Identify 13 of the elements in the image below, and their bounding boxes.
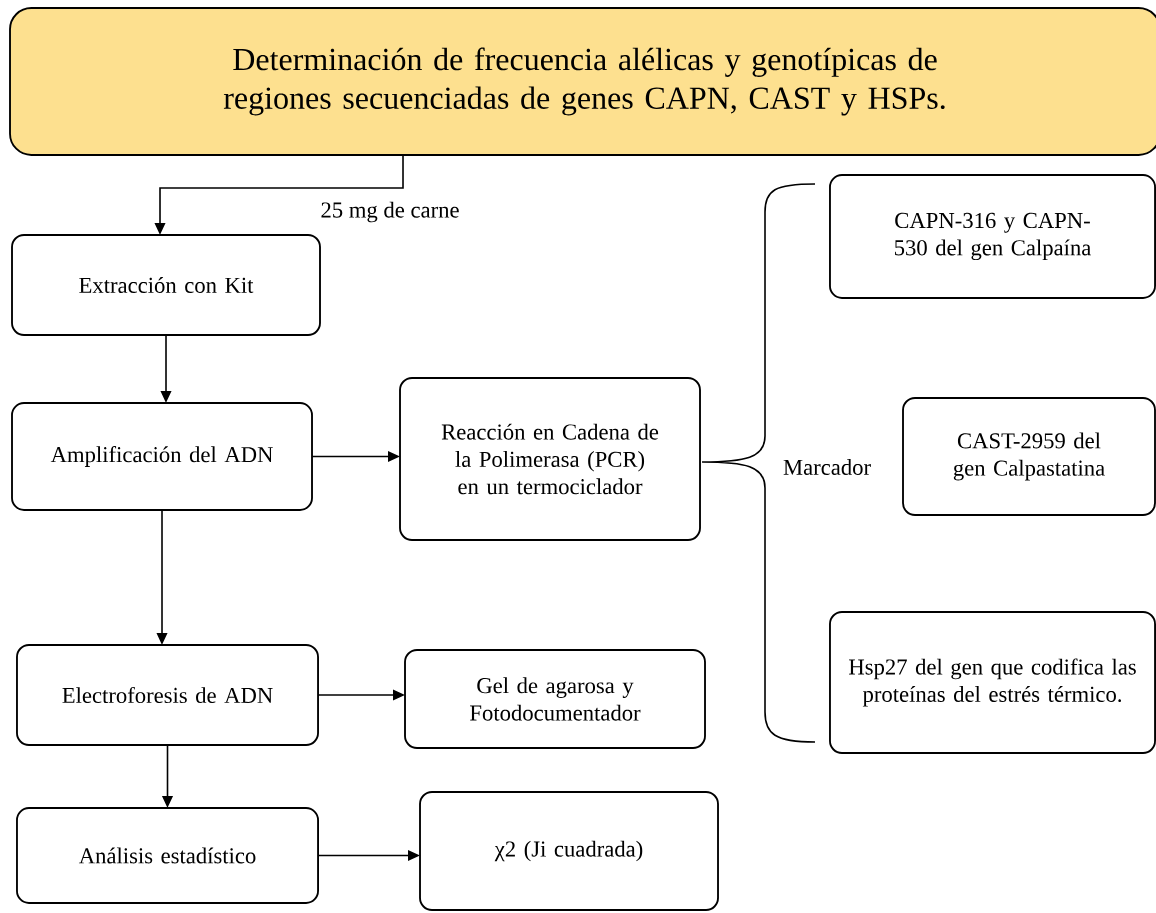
process-box: Hsp27 del gen que codifica las proteínas del estrés térmico. (829, 611, 1156, 754)
process-box: Amplificación del ADN (11, 402, 313, 511)
brace-label: Marcador (783, 459, 871, 475)
process-box: Electroforesis de ADN (16, 644, 319, 746)
process-box: Gel de agarosa y Fotodocumentador (404, 649, 706, 749)
title-box: Determinación de frecuencia alélicas y genotípicas de regiones secuenciadas de genes CAPN, CAST y HSPs. (9, 7, 1156, 156)
process-box: CAPN-316 y CAPN-530 del gen Calpaína (829, 174, 1156, 299)
process-box: CAST-2959 del gen Calpastatina (902, 397, 1156, 516)
process-box: Reacción en Cadena de la Polimerasa (PCR) en un termociclador (399, 377, 701, 541)
process-box: χ2 (Ji cuadrada) (419, 791, 719, 911)
edge-label: 25 mg de carne (321, 201, 459, 223)
process-box: Análisis estadístico (16, 807, 319, 904)
process-box: Extracción con Kit (11, 234, 321, 336)
